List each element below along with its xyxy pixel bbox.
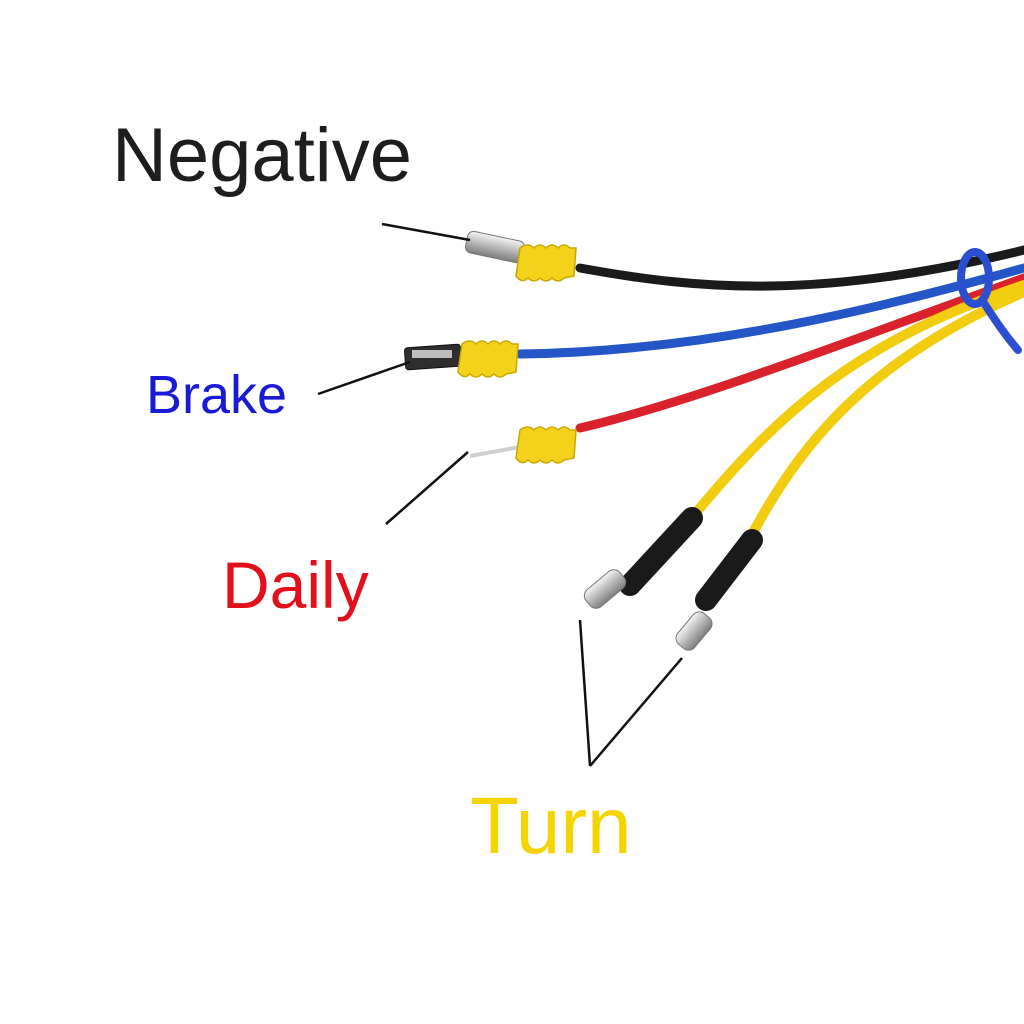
blue-wire: [515, 263, 1024, 359]
leader-line: [578, 619, 592, 767]
negative-connector: [464, 230, 577, 282]
turn-terminal-1: [583, 507, 703, 609]
cable-tie: [957, 248, 1022, 354]
leader-line: [385, 451, 469, 525]
turn-terminal-2: [675, 529, 763, 651]
label-negative: Negative: [112, 113, 412, 198]
leader-line: [381, 222, 471, 242]
label-turn: Turn: [470, 781, 632, 870]
leader-line: [317, 360, 411, 396]
leader-lines: [317, 222, 683, 767]
wires: [515, 245, 1024, 553]
yellow-wire-2: [740, 287, 1024, 553]
label-daily: Daily: [222, 548, 369, 622]
brake-connector: [404, 340, 519, 378]
black-wire: [575, 245, 1024, 291]
red-wire: [575, 273, 1024, 433]
yellow-wire-1: [685, 280, 1024, 525]
daily-connector: [469, 426, 577, 464]
label-brake: Brake: [146, 365, 288, 425]
leader-line: [589, 657, 683, 767]
